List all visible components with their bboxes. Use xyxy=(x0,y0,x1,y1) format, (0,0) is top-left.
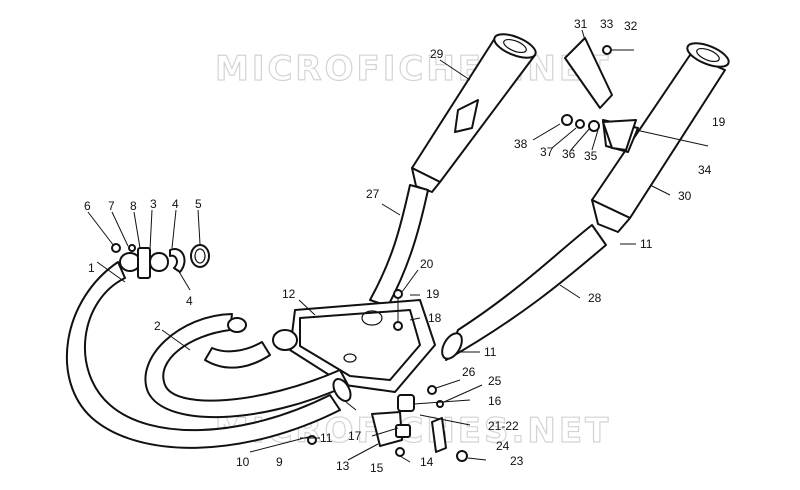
callout-2: 2 xyxy=(154,319,161,333)
callout-33: 33 xyxy=(600,17,614,31)
callout-27: 27 xyxy=(366,187,380,201)
collector-inlet xyxy=(272,329,298,351)
callout-9: 9 xyxy=(276,455,283,469)
washer-18 xyxy=(393,321,403,331)
callout-11-lower: 11 xyxy=(320,431,333,445)
bolt-34 xyxy=(689,141,709,147)
header-2-inlet xyxy=(227,317,247,333)
callout-32: 32 xyxy=(624,19,638,33)
callout-19-right: 19 xyxy=(712,115,726,129)
callout-13: 13 xyxy=(336,459,350,473)
connecting-pipe-27 xyxy=(369,184,429,307)
header-pipe-1 xyxy=(65,261,341,449)
callout-7: 7 xyxy=(108,199,115,213)
callout-4-bottom: 4 xyxy=(186,294,193,308)
silencer-left xyxy=(411,33,537,193)
nut-26 xyxy=(427,385,437,395)
clamp-11-right xyxy=(441,332,463,360)
callout-1: 1 xyxy=(88,261,95,275)
bracket-31 xyxy=(561,37,691,151)
flange-assembly xyxy=(111,243,210,279)
callout-25: 25 xyxy=(488,374,502,388)
callout-23: 23 xyxy=(510,454,524,468)
callout-5: 5 xyxy=(195,197,202,211)
washer-24 xyxy=(456,450,468,462)
callout-29: 29 xyxy=(430,47,444,61)
connecting-pipe-28 xyxy=(445,224,607,361)
collector-box xyxy=(272,299,436,393)
callout-20: 20 xyxy=(420,257,434,271)
callout-24: 24 xyxy=(496,439,510,453)
callout-11-upper: 11 xyxy=(640,237,653,251)
callout-17: 17 xyxy=(348,429,362,443)
callout-16: 16 xyxy=(488,394,502,408)
callout-3: 3 xyxy=(150,197,157,211)
callout-38: 38 xyxy=(514,137,528,151)
callout-6: 6 xyxy=(84,199,91,213)
callout-21-22: 21-22 xyxy=(488,419,519,433)
callout-12: 12 xyxy=(282,287,296,301)
callout-10: 10 xyxy=(236,455,250,469)
callout-labels: 1 2 3 4 4 5 6 7 8 9 10 11 11 11 12 13 14… xyxy=(84,17,726,475)
callout-15: 15 xyxy=(370,461,384,475)
callout-34: 34 xyxy=(698,163,712,177)
callout-36: 36 xyxy=(562,147,576,161)
clamp-11-lower xyxy=(332,378,352,402)
callout-8: 8 xyxy=(130,199,137,213)
callout-31: 31 xyxy=(574,17,588,31)
callout-14: 14 xyxy=(420,455,434,469)
callout-37: 37 xyxy=(540,145,554,159)
callout-26: 26 xyxy=(462,365,476,379)
callout-35: 35 xyxy=(584,149,598,163)
bracket-21-22 xyxy=(431,417,447,453)
callout-28: 28 xyxy=(588,291,602,305)
leader-lines xyxy=(87,29,671,463)
callout-18: 18 xyxy=(428,311,442,325)
callout-11-mid: 11 xyxy=(484,345,497,359)
callout-30: 30 xyxy=(678,189,692,203)
callout-4-top: 4 xyxy=(172,197,179,211)
callout-19-center: 19 xyxy=(426,287,440,301)
bolt-20 xyxy=(393,289,403,299)
watermark-top: MICROFICHES.NET xyxy=(215,49,611,89)
mount-bracket-13 xyxy=(371,394,415,457)
